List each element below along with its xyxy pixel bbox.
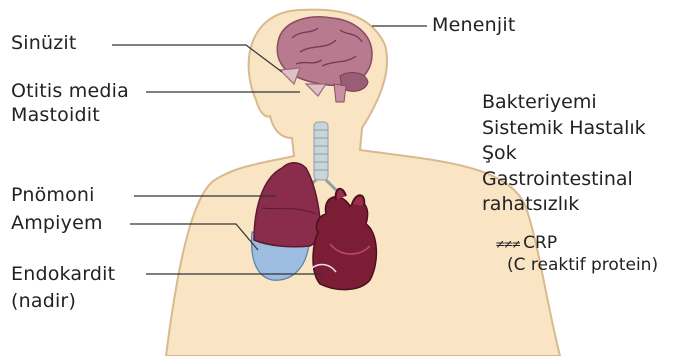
label-mastoidit: Mastoidit: [11, 104, 100, 126]
crp-label: CRP: [523, 233, 557, 253]
systemic-item: Şok: [482, 141, 646, 167]
systemic-item: Sistemik Hastalık: [482, 116, 646, 142]
label-ampiyem: Ampiyem: [11, 212, 103, 234]
crp-marker: ≠≠≠: [495, 237, 519, 251]
label-sinuzit: Sinüzit: [11, 32, 77, 54]
brainstem: [334, 84, 346, 102]
systemic-item: Gastrointestinal: [482, 167, 646, 193]
crp-expansion: (C reaktif protein): [507, 255, 658, 276]
label-endokardit: Endokardit: [11, 263, 115, 285]
label-endokardit-note: (nadir): [11, 290, 76, 312]
crp-block: ≠≠≠ CRP (C reaktif protein): [495, 233, 658, 276]
systemic-item: Bakteriyemi: [482, 90, 646, 116]
label-menenjit: Menenjit: [432, 14, 515, 36]
crp-row: ≠≠≠ CRP: [495, 233, 658, 255]
label-otitis-media: Otitis media: [11, 80, 129, 102]
systemic-effects-list: Bakteriyemi Sistemik Hastalık Şok Gastro…: [482, 90, 646, 218]
label-pnomoni: Pnömoni: [11, 184, 95, 206]
systemic-item: rahatsızlık: [482, 192, 646, 218]
